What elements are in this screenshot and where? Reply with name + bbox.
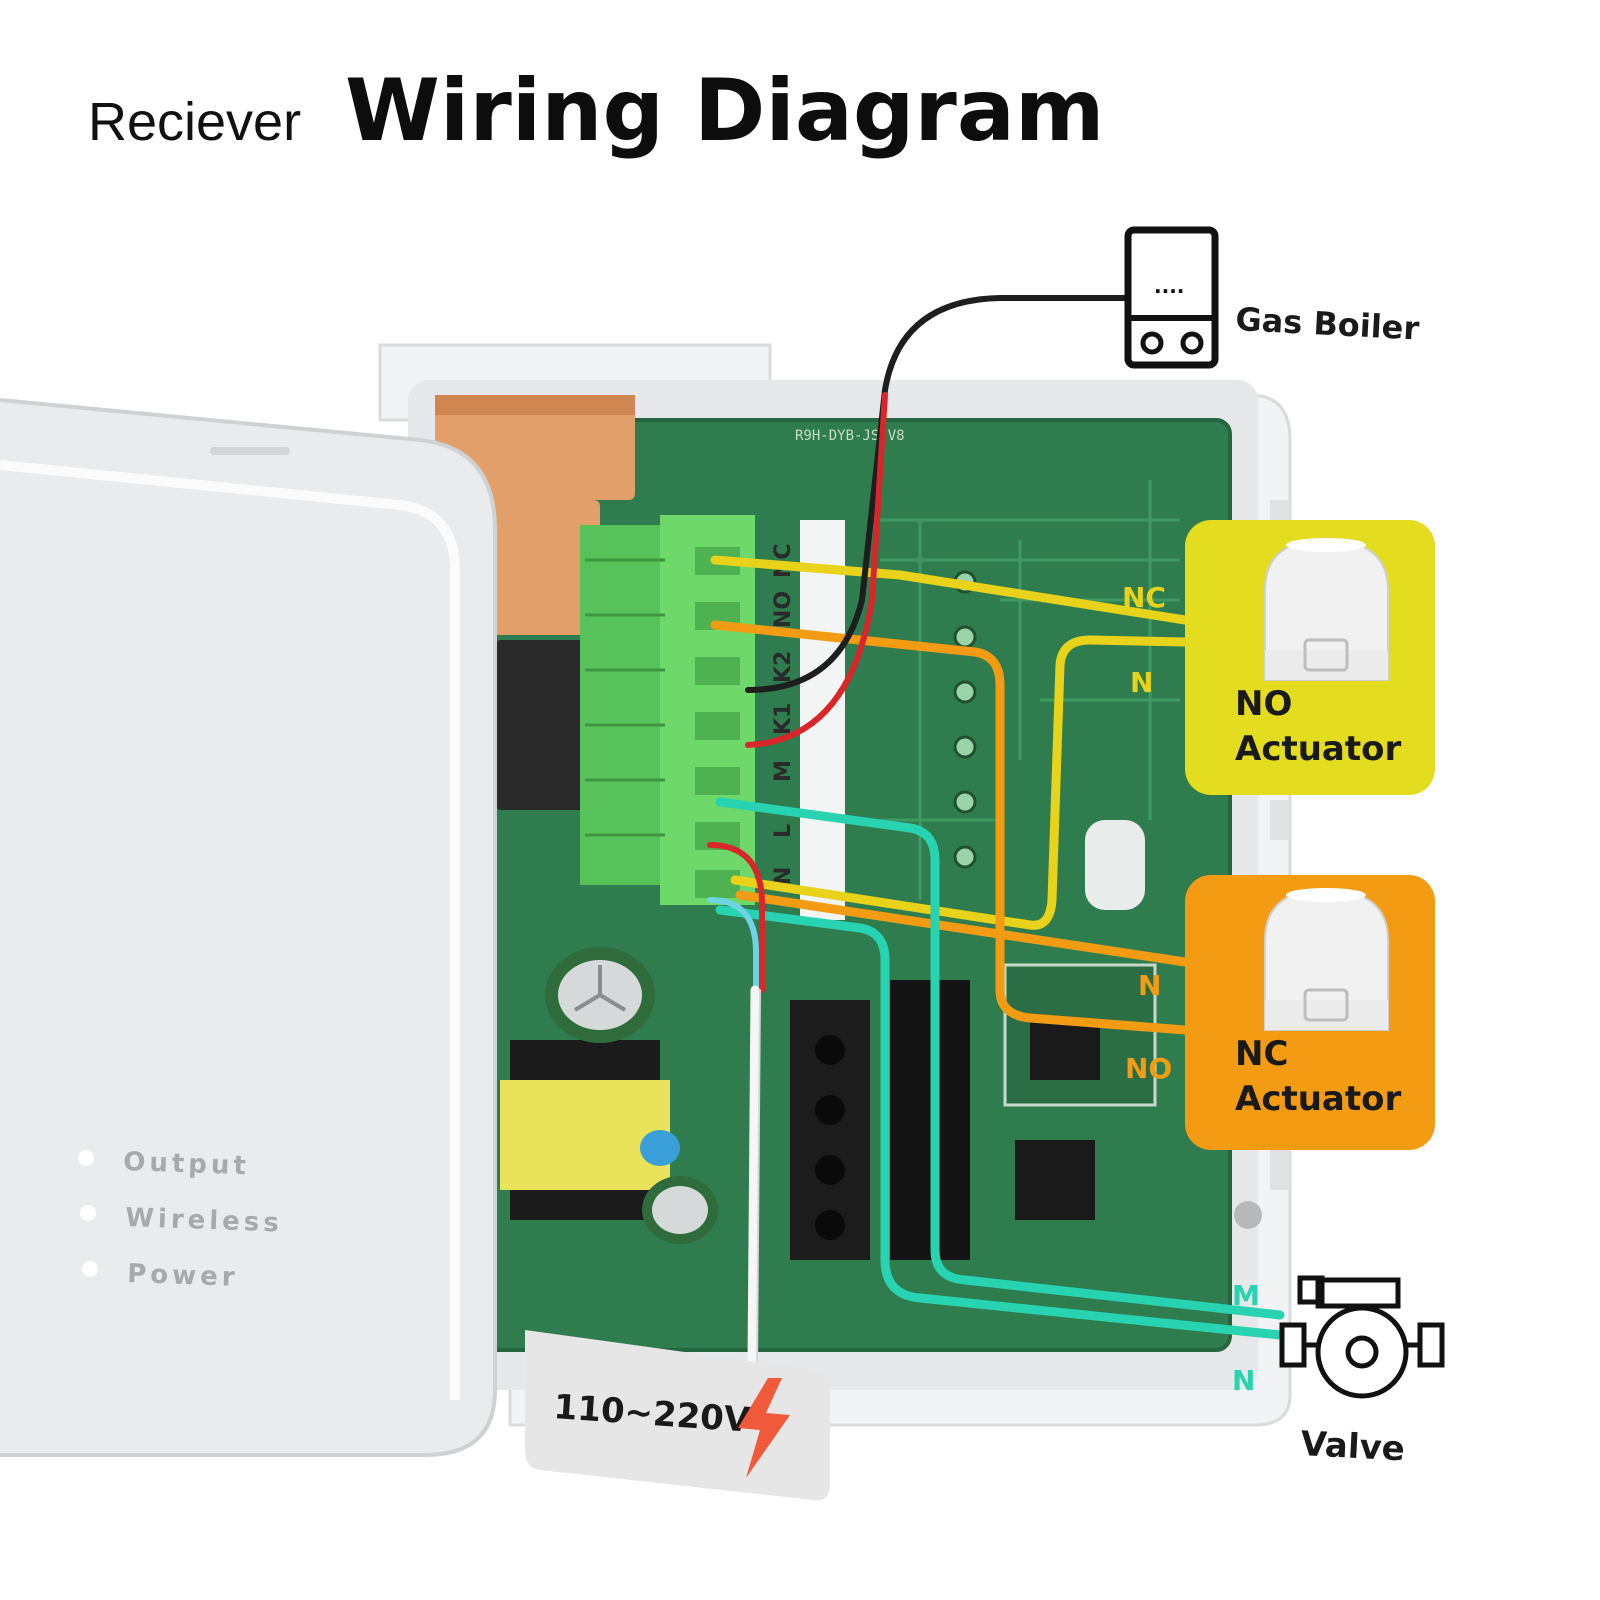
nc-actuator-wire-no: NO — [1125, 1052, 1172, 1085]
receiver-front-cover: Output Wireless Power — [0, 398, 497, 1457]
pcb-via-column — [953, 570, 977, 869]
gas-boiler-icon: .... — [1124, 226, 1219, 369]
no-actuator-label-1: NO — [1235, 684, 1292, 724]
pcb-board: R9H-DYB-JS-V8 — [435, 395, 1232, 1352]
wifi-module — [1003, 963, 1157, 1107]
no-actuator-wire-nc: NC — [1122, 581, 1166, 614]
wire-power-teal — [707, 897, 759, 993]
wire-red-k1 — [745, 392, 888, 748]
wire-yellow-nc — [710, 555, 1190, 625]
led-power — [82, 1261, 98, 1277]
wire-power-cable — [747, 985, 760, 1370]
nc-actuator-panel: NC Actuator — [1185, 875, 1435, 1150]
led-label-power: Power — [127, 1259, 239, 1293]
terminal-label-no: NO — [771, 591, 796, 628]
relay-1 — [435, 395, 635, 500]
led-wireless — [80, 1205, 96, 1221]
black-terminal-block — [790, 980, 970, 1260]
wire-yellow-n — [730, 635, 1190, 930]
capacitor-2 — [642, 1176, 718, 1244]
valve-wire-m: M — [1232, 1279, 1260, 1312]
capacitor-1 — [545, 947, 655, 1043]
wire-orange-n — [735, 890, 1190, 967]
led-label-wireless: Wireless — [125, 1203, 283, 1238]
nc-actuator-label-2: Actuator — [1235, 1079, 1401, 1119]
terminal-block — [580, 515, 755, 905]
wire-black-k2 — [745, 295, 1128, 693]
terminal-label-k2: K2 — [771, 651, 796, 683]
gas-boiler-label: Gas Boiler — [1235, 300, 1421, 348]
valve-wire-n: N — [1232, 1364, 1255, 1397]
led-label-output: Output — [123, 1147, 251, 1181]
led-output — [78, 1150, 94, 1166]
blue-capacitor — [640, 1130, 680, 1166]
no-actuator-label-2: Actuator — [1235, 729, 1401, 769]
title-prefix: Reciever — [88, 92, 301, 152]
terminal-label-n: N — [771, 867, 796, 885]
nc-actuator-label-1: NC — [1235, 1034, 1288, 1074]
terminal-label-k1: K1 — [771, 703, 796, 735]
wire-teal-n — [715, 905, 1285, 1340]
nc-actuator-wire-n: N — [1138, 969, 1161, 1002]
wire-orange-no — [710, 620, 1190, 1035]
boiler-display: .... — [1154, 274, 1184, 298]
valve-label: Valve — [1300, 1424, 1406, 1469]
valve-pump-icon — [1279, 1275, 1445, 1399]
terminal-labels: NC NO K2 K1 M L N — [771, 543, 796, 885]
lightning-bolt-icon — [738, 1378, 790, 1478]
terminal-label-m: M — [771, 760, 796, 782]
relay-3 — [495, 640, 585, 810]
wire-power-red — [707, 842, 765, 993]
page-title: Wiring Diagram — [345, 61, 1104, 161]
actuator-head-icon — [1264, 538, 1389, 681]
power-callout: 110~220V — [525, 1330, 830, 1501]
wire-teal-m — [715, 797, 1285, 1320]
no-actuator-panel: NO Actuator — [1185, 520, 1435, 795]
pcb-marking: R9H-DYB-JS-V8 — [795, 428, 905, 444]
no-actuator-wire-n: N — [1130, 666, 1153, 699]
actuator-head-icon — [1264, 888, 1389, 1031]
mcu-chip — [1015, 1140, 1095, 1220]
terminal-label-l: L — [771, 824, 796, 838]
transformer — [500, 1040, 670, 1220]
